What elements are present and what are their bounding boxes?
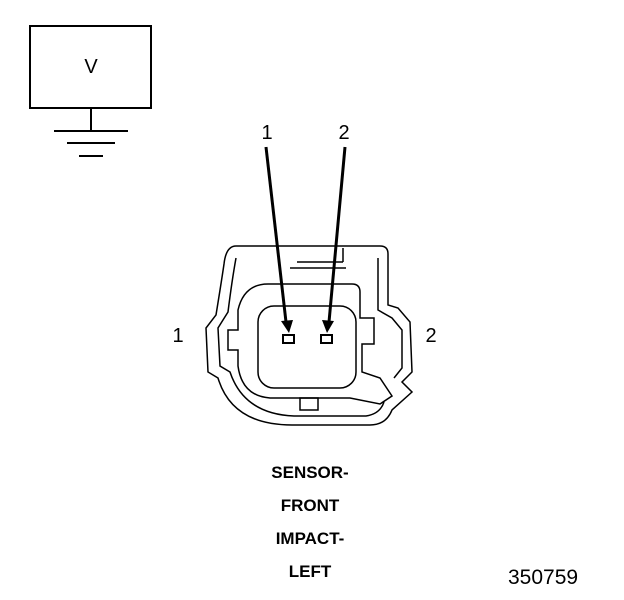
voltmeter-box [29,25,152,109]
terminal-cavity [257,305,357,389]
probe-2: 2 [322,122,350,333]
caption-line-2: FRONT [280,496,340,515]
connector-pin-2-label: 2 [425,325,436,347]
caption-line-3: IMPACT- [275,529,345,548]
probe-2-arrowhead [322,320,334,333]
connector-face [205,245,414,426]
figure-id: 350759 [508,566,579,589]
terminal-pin-2 [320,334,333,344]
probe-2-label: 2 [338,122,349,144]
bottom-key [299,397,319,411]
probe-1-label: 1 [261,122,272,144]
probe-1: 1 [261,122,293,333]
connector-right-wall [377,258,403,379]
probe-1-lead [264,146,288,323]
voltmeter-label: V [84,56,98,78]
cavity-surround [227,283,394,405]
caption-line-1: SENSOR- [271,463,349,482]
terminal-pin-1 [282,334,295,344]
probe-1-arrowhead [281,320,293,333]
connector-outer-shell [205,245,414,426]
probe-2-lead [327,146,347,323]
ground-icon [54,108,128,157]
caption-line-4: LEFT [288,562,332,581]
connector-pin-1-label: 1 [172,325,183,347]
connector-inner-shell [217,257,385,417]
voltmeter: V [29,25,152,157]
